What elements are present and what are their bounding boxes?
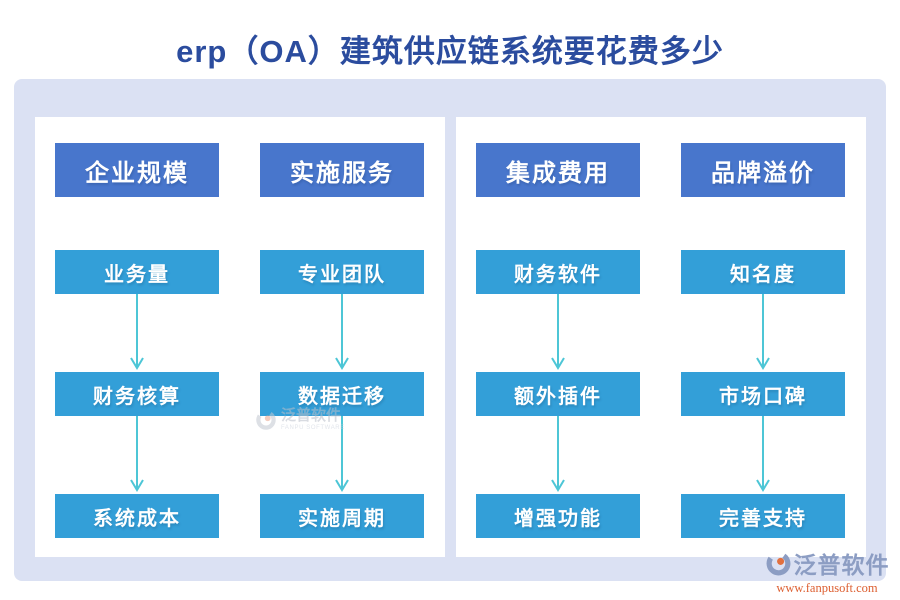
- column-header: 集成费用: [476, 143, 640, 197]
- brand-logo: 泛普软件 www.fanpusoft.com: [759, 546, 895, 596]
- watermark-name: 泛普软件: [281, 408, 342, 424]
- down-arrow-icon: [130, 416, 144, 492]
- fanpu-logo-icon: [766, 551, 790, 575]
- down-arrow-icon: [335, 416, 349, 492]
- item-box: 数据迁移: [260, 372, 424, 416]
- left-panel: 企业规模 业务量 财务核算 系统成本 实施服务 专业团队: [34, 117, 445, 557]
- item-box: 市场口碑: [681, 372, 845, 416]
- brand-name: 泛普软件: [793, 553, 890, 578]
- watermark: 泛普软件 FANPU SOFTWARE: [255, 408, 345, 431]
- item-box: 完善支持: [681, 494, 845, 538]
- item-box: 财务核算: [55, 372, 219, 416]
- item-box: 实施周期: [260, 494, 424, 538]
- item-box: 增强功能: [476, 494, 640, 538]
- column-integration-cost: 集成费用 财务软件 额外插件 增强功能: [456, 117, 661, 557]
- down-arrow-icon: [756, 294, 770, 370]
- down-arrow-icon: [756, 416, 770, 492]
- item-box: 系统成本: [55, 494, 219, 538]
- background-board: 企业规模 业务量 财务核算 系统成本 实施服务 专业团队: [14, 79, 886, 581]
- column-header: 企业规模: [55, 143, 219, 197]
- item-box: 额外插件: [476, 372, 640, 416]
- down-arrow-icon: [130, 294, 144, 370]
- column-enterprise-scale: 企业规模 业务量 财务核算 系统成本: [35, 117, 240, 557]
- down-arrow-icon: [335, 294, 349, 370]
- page-title: erp（OA）建筑供应链系统要花费多少: [176, 34, 724, 69]
- down-arrow-icon: [551, 416, 565, 492]
- watermark-subtext: FANPU SOFTWARE: [281, 424, 345, 431]
- item-box: 专业团队: [260, 250, 424, 294]
- right-panel: 集成费用 财务软件 额外插件 增强功能 品牌溢价 知名度: [455, 117, 866, 557]
- item-box: 业务量: [55, 250, 219, 294]
- brand-url: www.fanpusoft.com: [776, 581, 878, 595]
- item-box: 知名度: [681, 250, 845, 294]
- column-header: 品牌溢价: [681, 143, 845, 197]
- column-implementation-service: 实施服务 专业团队 数据迁移 实施周期: [240, 117, 445, 557]
- down-arrow-icon: [551, 294, 565, 370]
- column-brand-premium: 品牌溢价 知名度 市场口碑 完善支持: [661, 117, 866, 557]
- fanpu-logo-icon: [256, 410, 276, 430]
- column-header: 实施服务: [260, 143, 424, 197]
- item-box: 财务软件: [476, 250, 640, 294]
